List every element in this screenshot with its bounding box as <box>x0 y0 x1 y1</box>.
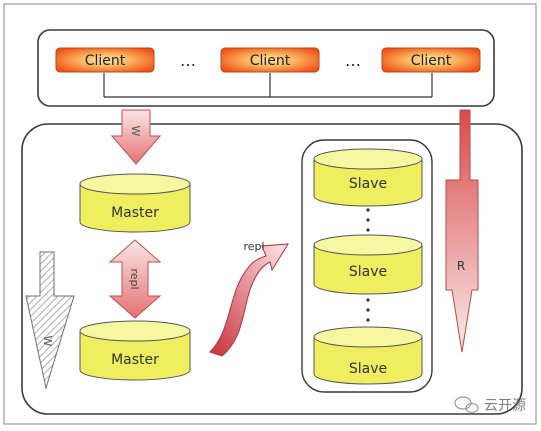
master-cylinder-bottom: Master <box>79 320 191 381</box>
watermark-text: 云开源 <box>484 398 526 414</box>
slave-label-3: Slave <box>349 361 387 377</box>
slave-cylinder-3: Slave <box>313 326 423 385</box>
read-arrow-label: R <box>457 259 465 273</box>
slave-connector-2 <box>366 298 370 322</box>
slave-cylinder-2: Slave <box>313 234 423 295</box>
client-box-2: Client <box>220 47 320 73</box>
client-label-1: Client <box>85 53 126 69</box>
write-arrow-top: W <box>110 109 162 165</box>
master-label-bottom: Master <box>111 352 159 368</box>
write-arrow-side-label: W <box>41 336 54 347</box>
replicate-arrow-vertical: repl <box>108 239 162 319</box>
slave-label-2: Slave <box>349 264 387 280</box>
client-box-1: Client <box>55 47 155 73</box>
slave-label-1: Slave <box>349 176 387 192</box>
master-cylinder-top: Master <box>79 173 191 233</box>
ellipsis-1: … <box>180 51 196 70</box>
wechat-icon <box>454 396 479 414</box>
client-label-2: Client <box>250 53 291 69</box>
replicate-arrow-curved: repl <box>209 240 289 357</box>
slave-connector-1 <box>366 208 370 232</box>
replicate-arrow-vertical-label: repl <box>128 268 141 289</box>
ellipsis-2: … <box>345 51 361 70</box>
slave-cylinder-1: Slave <box>313 148 423 207</box>
write-arrow-top-label: W <box>129 126 142 137</box>
watermark: 云开源 <box>454 396 526 414</box>
client-connector-lines <box>103 73 433 98</box>
read-arrow: R <box>445 109 479 353</box>
write-arrow-side: W <box>25 251 75 390</box>
replicate-arrow-curved-label: repl <box>243 240 264 253</box>
client-box-3: Client <box>381 47 481 73</box>
client-label-3: Client <box>411 53 452 69</box>
master-label-top: Master <box>111 205 159 221</box>
